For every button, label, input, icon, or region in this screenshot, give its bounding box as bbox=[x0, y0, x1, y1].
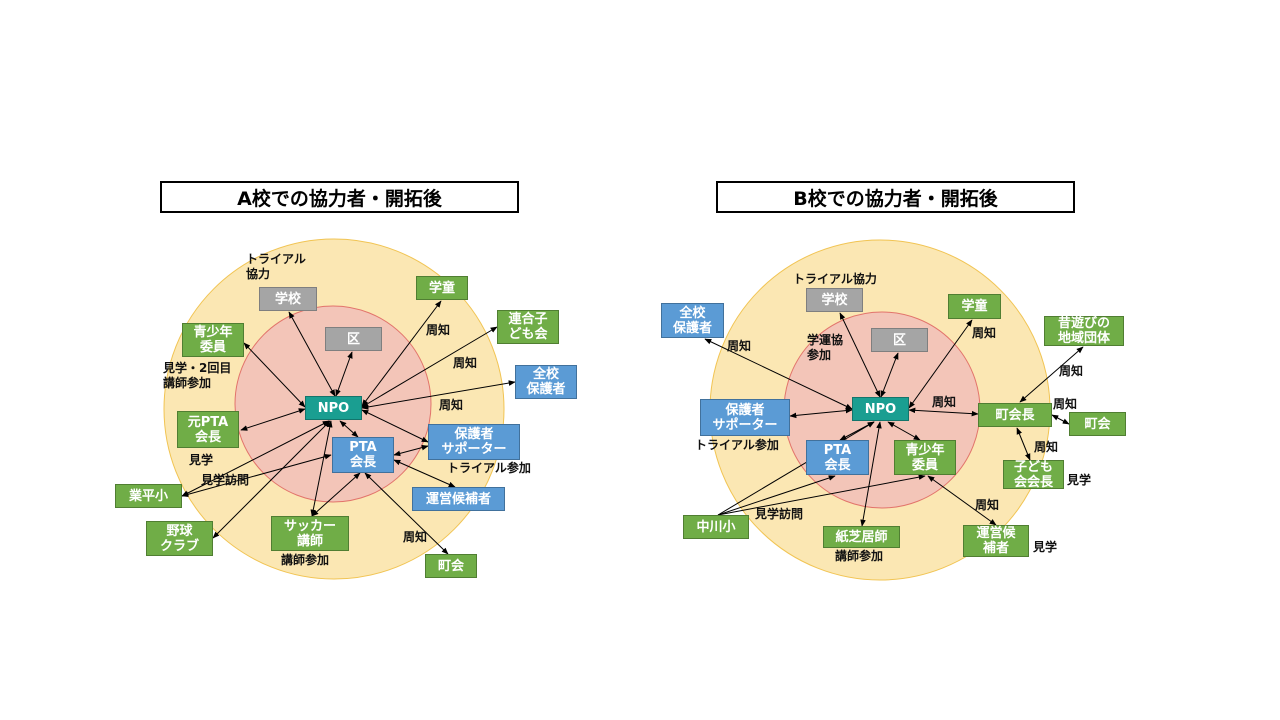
label-kengaku: 見学 bbox=[1033, 540, 1058, 554]
node-soccer-lecturer: サッカー 講師 bbox=[271, 516, 349, 551]
node-ward: 区 bbox=[871, 328, 928, 352]
node-all-parents: 全校 保護者 bbox=[515, 365, 577, 399]
node-baseball-club: 野球 クラブ bbox=[146, 521, 213, 556]
label-notice: 周知 bbox=[727, 339, 752, 353]
node-pta-president: PTA 会長 bbox=[806, 440, 869, 475]
label-notice: 周知 bbox=[975, 498, 1000, 512]
label-notice: 周知 bbox=[403, 530, 428, 544]
label-trial-coop: トライアル 協力 bbox=[246, 252, 306, 281]
label-kengaku: 見学 bbox=[1067, 473, 1092, 487]
node-gakudo: 学童 bbox=[948, 294, 1001, 319]
node-rengo-kodomokai: 連合子 ども会 bbox=[497, 310, 559, 344]
label-notice: 周知 bbox=[1059, 364, 1084, 378]
node-school: 学校 bbox=[259, 287, 317, 311]
node-chokai: 町会 bbox=[1069, 412, 1126, 436]
edges-a bbox=[181, 300, 516, 555]
label-notice: 周知 bbox=[426, 323, 451, 337]
node-nakagawa-school: 中川小 bbox=[683, 515, 749, 539]
node-parent-supporter: 保護者 サポーター bbox=[428, 424, 520, 460]
diagram-b-title: B校での協力者・開拓後 bbox=[716, 181, 1075, 213]
label-trial-coop: トライアル協力 bbox=[793, 272, 877, 286]
node-chokai-head: 町会長 bbox=[978, 403, 1052, 427]
label-notice: 周知 bbox=[1034, 440, 1059, 454]
node-all-parents: 全校 保護者 bbox=[661, 303, 724, 338]
node-school: 学校 bbox=[806, 288, 863, 312]
node-youth-committee: 青少年 委員 bbox=[894, 440, 956, 475]
node-operation-candidate: 運営候補者 bbox=[412, 487, 505, 511]
diagram-a-title: A校での協力者・開拓後 bbox=[160, 181, 519, 213]
label-trial-join: トライアル参加 bbox=[447, 461, 531, 475]
node-youth-committee: 青少年 委員 bbox=[182, 323, 244, 357]
node-npo: NPO bbox=[852, 397, 909, 421]
node-ward: 区 bbox=[325, 327, 382, 351]
label-visit-2nd: 見学・2回目 講師参加 bbox=[163, 361, 232, 390]
label-notice: 周知 bbox=[453, 356, 478, 370]
label-visit: 見学訪問 bbox=[201, 473, 250, 487]
node-kamishibai: 紙芝居師 bbox=[823, 526, 900, 548]
node-chokai: 町会 bbox=[425, 554, 477, 578]
edges-b-nakagawa bbox=[717, 421, 926, 516]
label-notice: 周知 bbox=[932, 395, 957, 409]
edges-b bbox=[704, 312, 1084, 527]
label-lecturer-join: 講師参加 bbox=[835, 549, 884, 563]
label-lecturer-join: 講師参加 bbox=[281, 553, 330, 567]
node-narihira-school: 業平小 bbox=[115, 484, 182, 508]
label-notice: 周知 bbox=[1053, 397, 1078, 411]
node-pta-president: PTA 会長 bbox=[332, 437, 394, 473]
node-mukashi-asobi-group: 昔遊びの 地域団体 bbox=[1044, 316, 1124, 346]
node-operation-candidate: 運営候 補者 bbox=[963, 525, 1029, 557]
label-trial-join: トライアル参加 bbox=[695, 438, 779, 452]
label-gakuunkyo: 学運協 参加 bbox=[807, 333, 844, 362]
label-visit: 見学訪問 bbox=[755, 507, 804, 521]
node-npo: NPO bbox=[305, 396, 362, 420]
node-gakudo: 学童 bbox=[416, 276, 468, 300]
node-parent-supporter: 保護者 サポーター bbox=[700, 399, 790, 436]
label-kengaku: 見学 bbox=[189, 453, 214, 467]
label-notice: 周知 bbox=[439, 398, 464, 412]
label-notice: 周知 bbox=[972, 326, 997, 340]
node-ex-pta-president: 元PTA 会長 bbox=[177, 411, 239, 448]
node-kodomokai-head: 子ども 会会長 bbox=[1003, 460, 1064, 490]
